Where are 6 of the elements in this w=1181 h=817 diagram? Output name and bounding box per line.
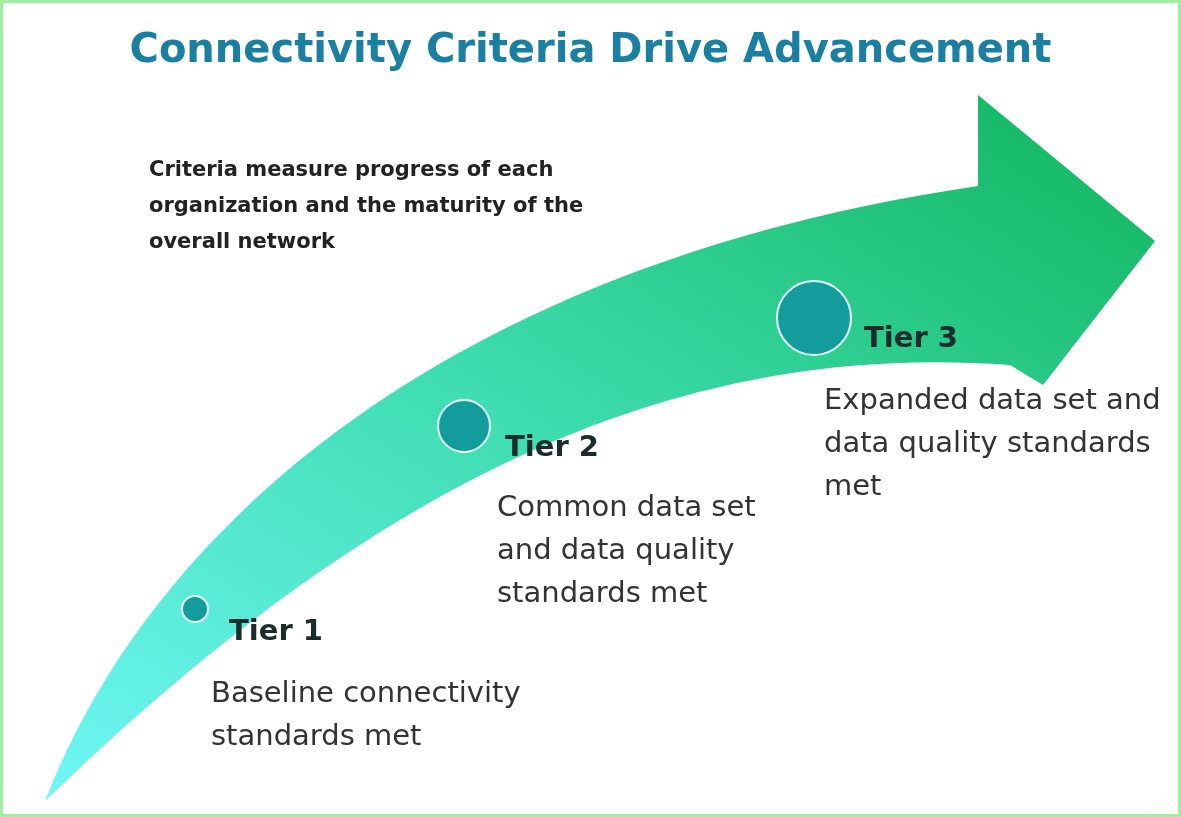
title: Connectivity Criteria Drive Advancement — [128, 25, 1053, 71]
description-text: Criteria measure progress of each organization and the maturity of the overall network — [149, 156, 585, 255]
tier-description: Expanded data set and data quality standards met — [824, 381, 1162, 504]
tier-heading: Tier 3 — [864, 320, 958, 354]
tier-description: Baseline connectivity standards met — [211, 674, 522, 754]
tier-description: Common data set and data quality standards met — [497, 488, 757, 611]
